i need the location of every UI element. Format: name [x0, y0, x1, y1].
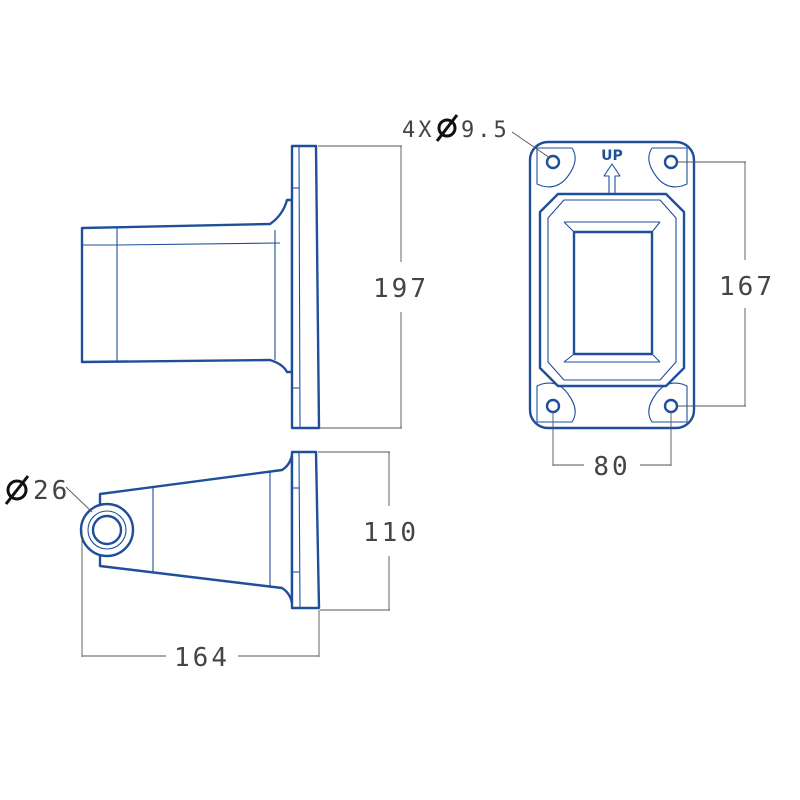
top-view-bore	[87, 510, 127, 550]
front-view-chamfer	[563, 353, 575, 363]
top-view-flange-line	[298, 451, 301, 609]
corner-pocket	[648, 147, 688, 188]
front-view-chamfer	[651, 353, 661, 363]
front-view-chamfer	[563, 221, 575, 233]
up-marking-label: UP	[601, 148, 623, 164]
top-view-bore-inner	[91, 514, 123, 546]
dimension-hole-callout: 4X 9.5	[402, 114, 551, 159]
corner-pocket	[536, 147, 576, 188]
diameter-symbol-icon-slash	[435, 114, 459, 142]
leader-line	[65, 486, 93, 513]
dimension-164: 164	[81, 530, 320, 673]
up-arrow-icon	[603, 163, 621, 195]
side-view-arm-end	[81, 227, 118, 363]
mounting-hole	[663, 154, 679, 170]
dimension-167: 167	[678, 161, 775, 407]
corner-pocket	[536, 382, 576, 423]
top-view	[79, 450, 321, 610]
side-view	[80, 144, 321, 430]
side-view-arm	[80, 198, 294, 374]
top-view-flange	[290, 450, 321, 610]
mounting-hole	[545, 398, 561, 414]
hole-diameter-label: 9.5	[461, 118, 510, 143]
dimension-80: 80	[552, 412, 672, 482]
side-height-label: 197	[373, 274, 429, 304]
arm-diameter-label: 26	[33, 476, 70, 506]
corner-pocket	[648, 382, 688, 423]
dimension-110: 110	[318, 451, 419, 611]
diameter-symbol-icon	[6, 479, 28, 501]
hole-count-label: 4X	[402, 118, 435, 143]
mounting-hole	[545, 154, 561, 170]
dimension-diameter-26: 26	[4, 475, 93, 513]
front-view-chamfer	[651, 221, 661, 233]
plate-width-label: 80	[593, 452, 630, 482]
side-view-flange-line	[298, 145, 301, 429]
top-length-label: 164	[174, 643, 230, 673]
top-depth-label: 110	[363, 518, 419, 548]
diameter-symbol-icon	[437, 118, 457, 138]
side-view-arm-line	[116, 242, 281, 246]
mounting-hole	[663, 398, 679, 414]
leader-line	[511, 131, 551, 159]
diameter-symbol-icon-slash	[4, 475, 30, 505]
dimension-197: 197	[318, 145, 429, 429]
front-view: UP	[528, 140, 696, 430]
front-view-boss-inner	[547, 199, 677, 381]
plate-height-label: 167	[719, 272, 775, 302]
front-view-opening	[572, 230, 654, 356]
